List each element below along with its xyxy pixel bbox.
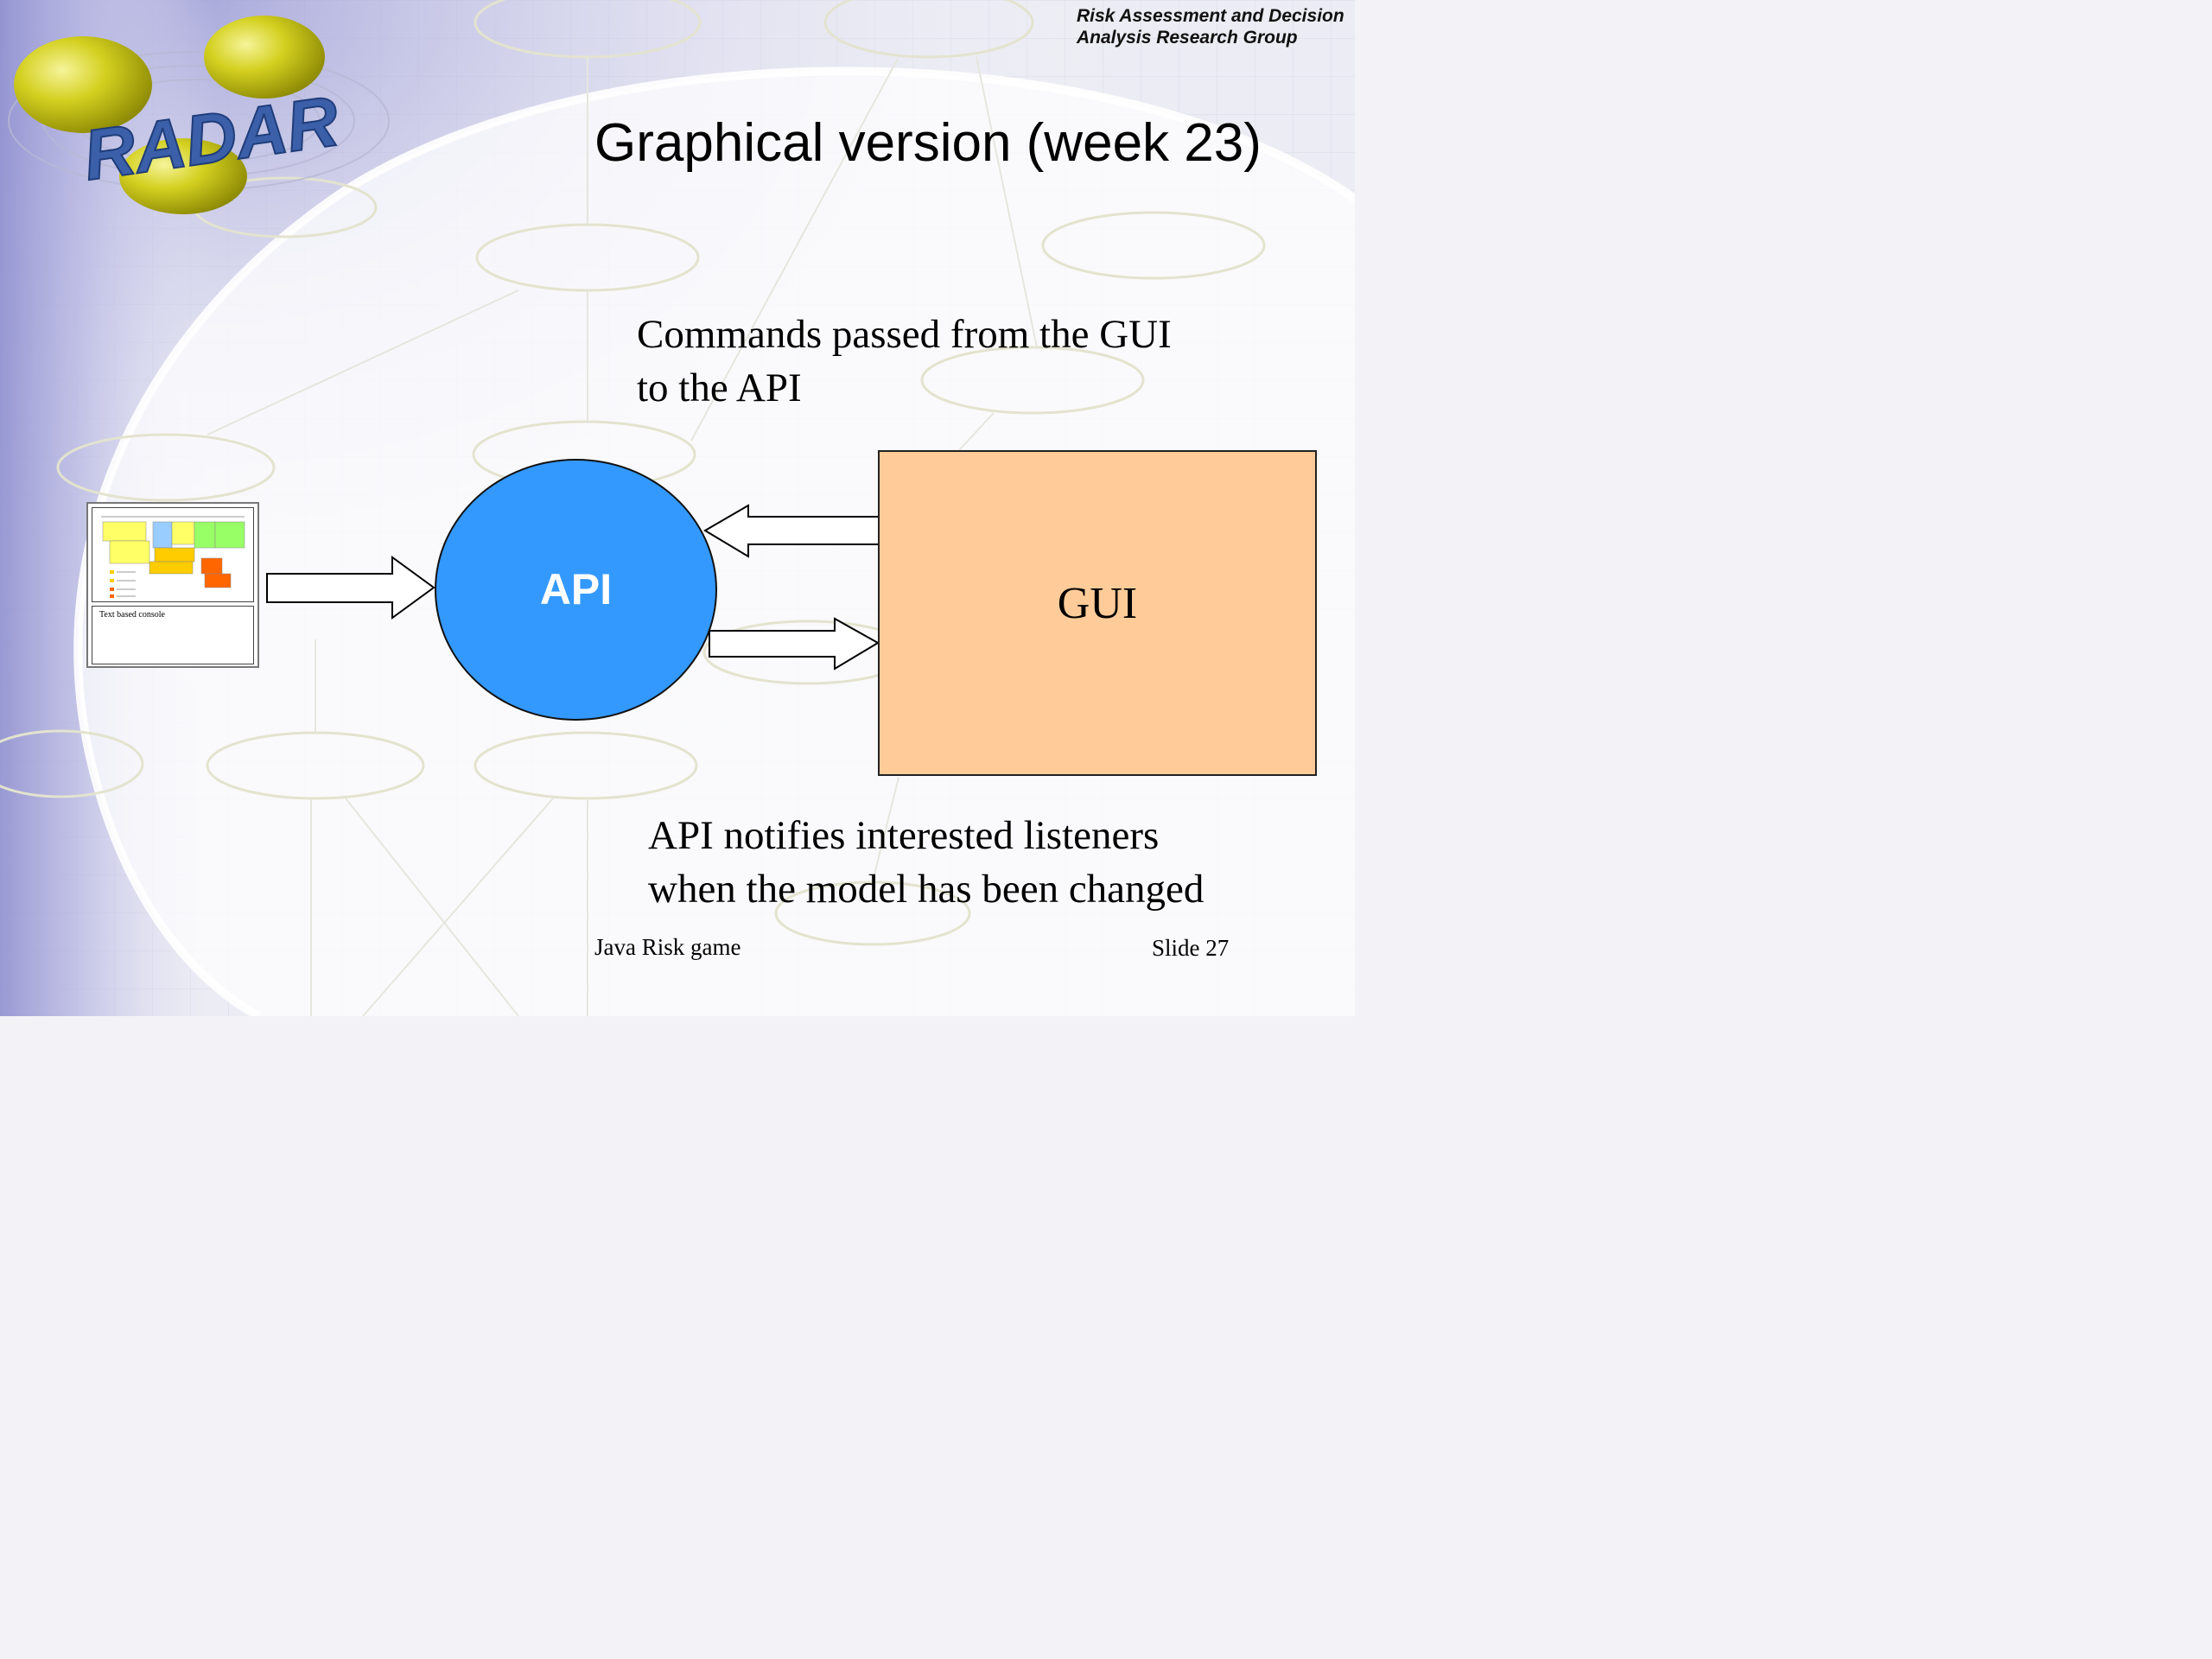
console-graph-icon (101, 516, 245, 598)
console-thumbnail: Text based console (86, 502, 259, 668)
api-label: API (539, 565, 613, 613)
console-graph-panel (92, 507, 254, 602)
console-label: Text based console (99, 610, 165, 620)
footer-slide-number: Slide 27 (1152, 935, 1230, 961)
org-line-2: Analysis Research Group (1077, 28, 1298, 48)
slide-title: Graphical version (week 23) (594, 113, 1262, 173)
header-organization: Risk Assessment and Decision Analysis Re… (1077, 5, 1353, 48)
arrow-console-to-api (266, 556, 435, 620)
caption-listeners: API notifies interested listeners when t… (648, 809, 1331, 916)
org-line-1: Risk Assessment and Decision (1077, 6, 1344, 26)
caption-listeners-line-1: API notifies interested listeners (648, 813, 1160, 858)
footer-presentation-title: Java Risk game (594, 934, 741, 960)
arrow-api-to-gui (709, 617, 880, 671)
gui-node: GUI (878, 450, 1317, 776)
console-text-panel: Text based console (92, 606, 254, 664)
radar-logo: RADAR (8, 16, 390, 214)
caption-commands-line-1: Commands passed from the GUI (637, 312, 1172, 357)
caption-commands-line-2: to the API (637, 365, 802, 410)
caption-listeners-line-2: when the model has been changed (648, 867, 1205, 912)
caption-commands: Commands passed from the GUI to the API (637, 308, 1259, 415)
gui-label: GUI (1057, 579, 1138, 628)
arrow-gui-to-api (703, 504, 880, 558)
api-node: API (435, 459, 717, 721)
